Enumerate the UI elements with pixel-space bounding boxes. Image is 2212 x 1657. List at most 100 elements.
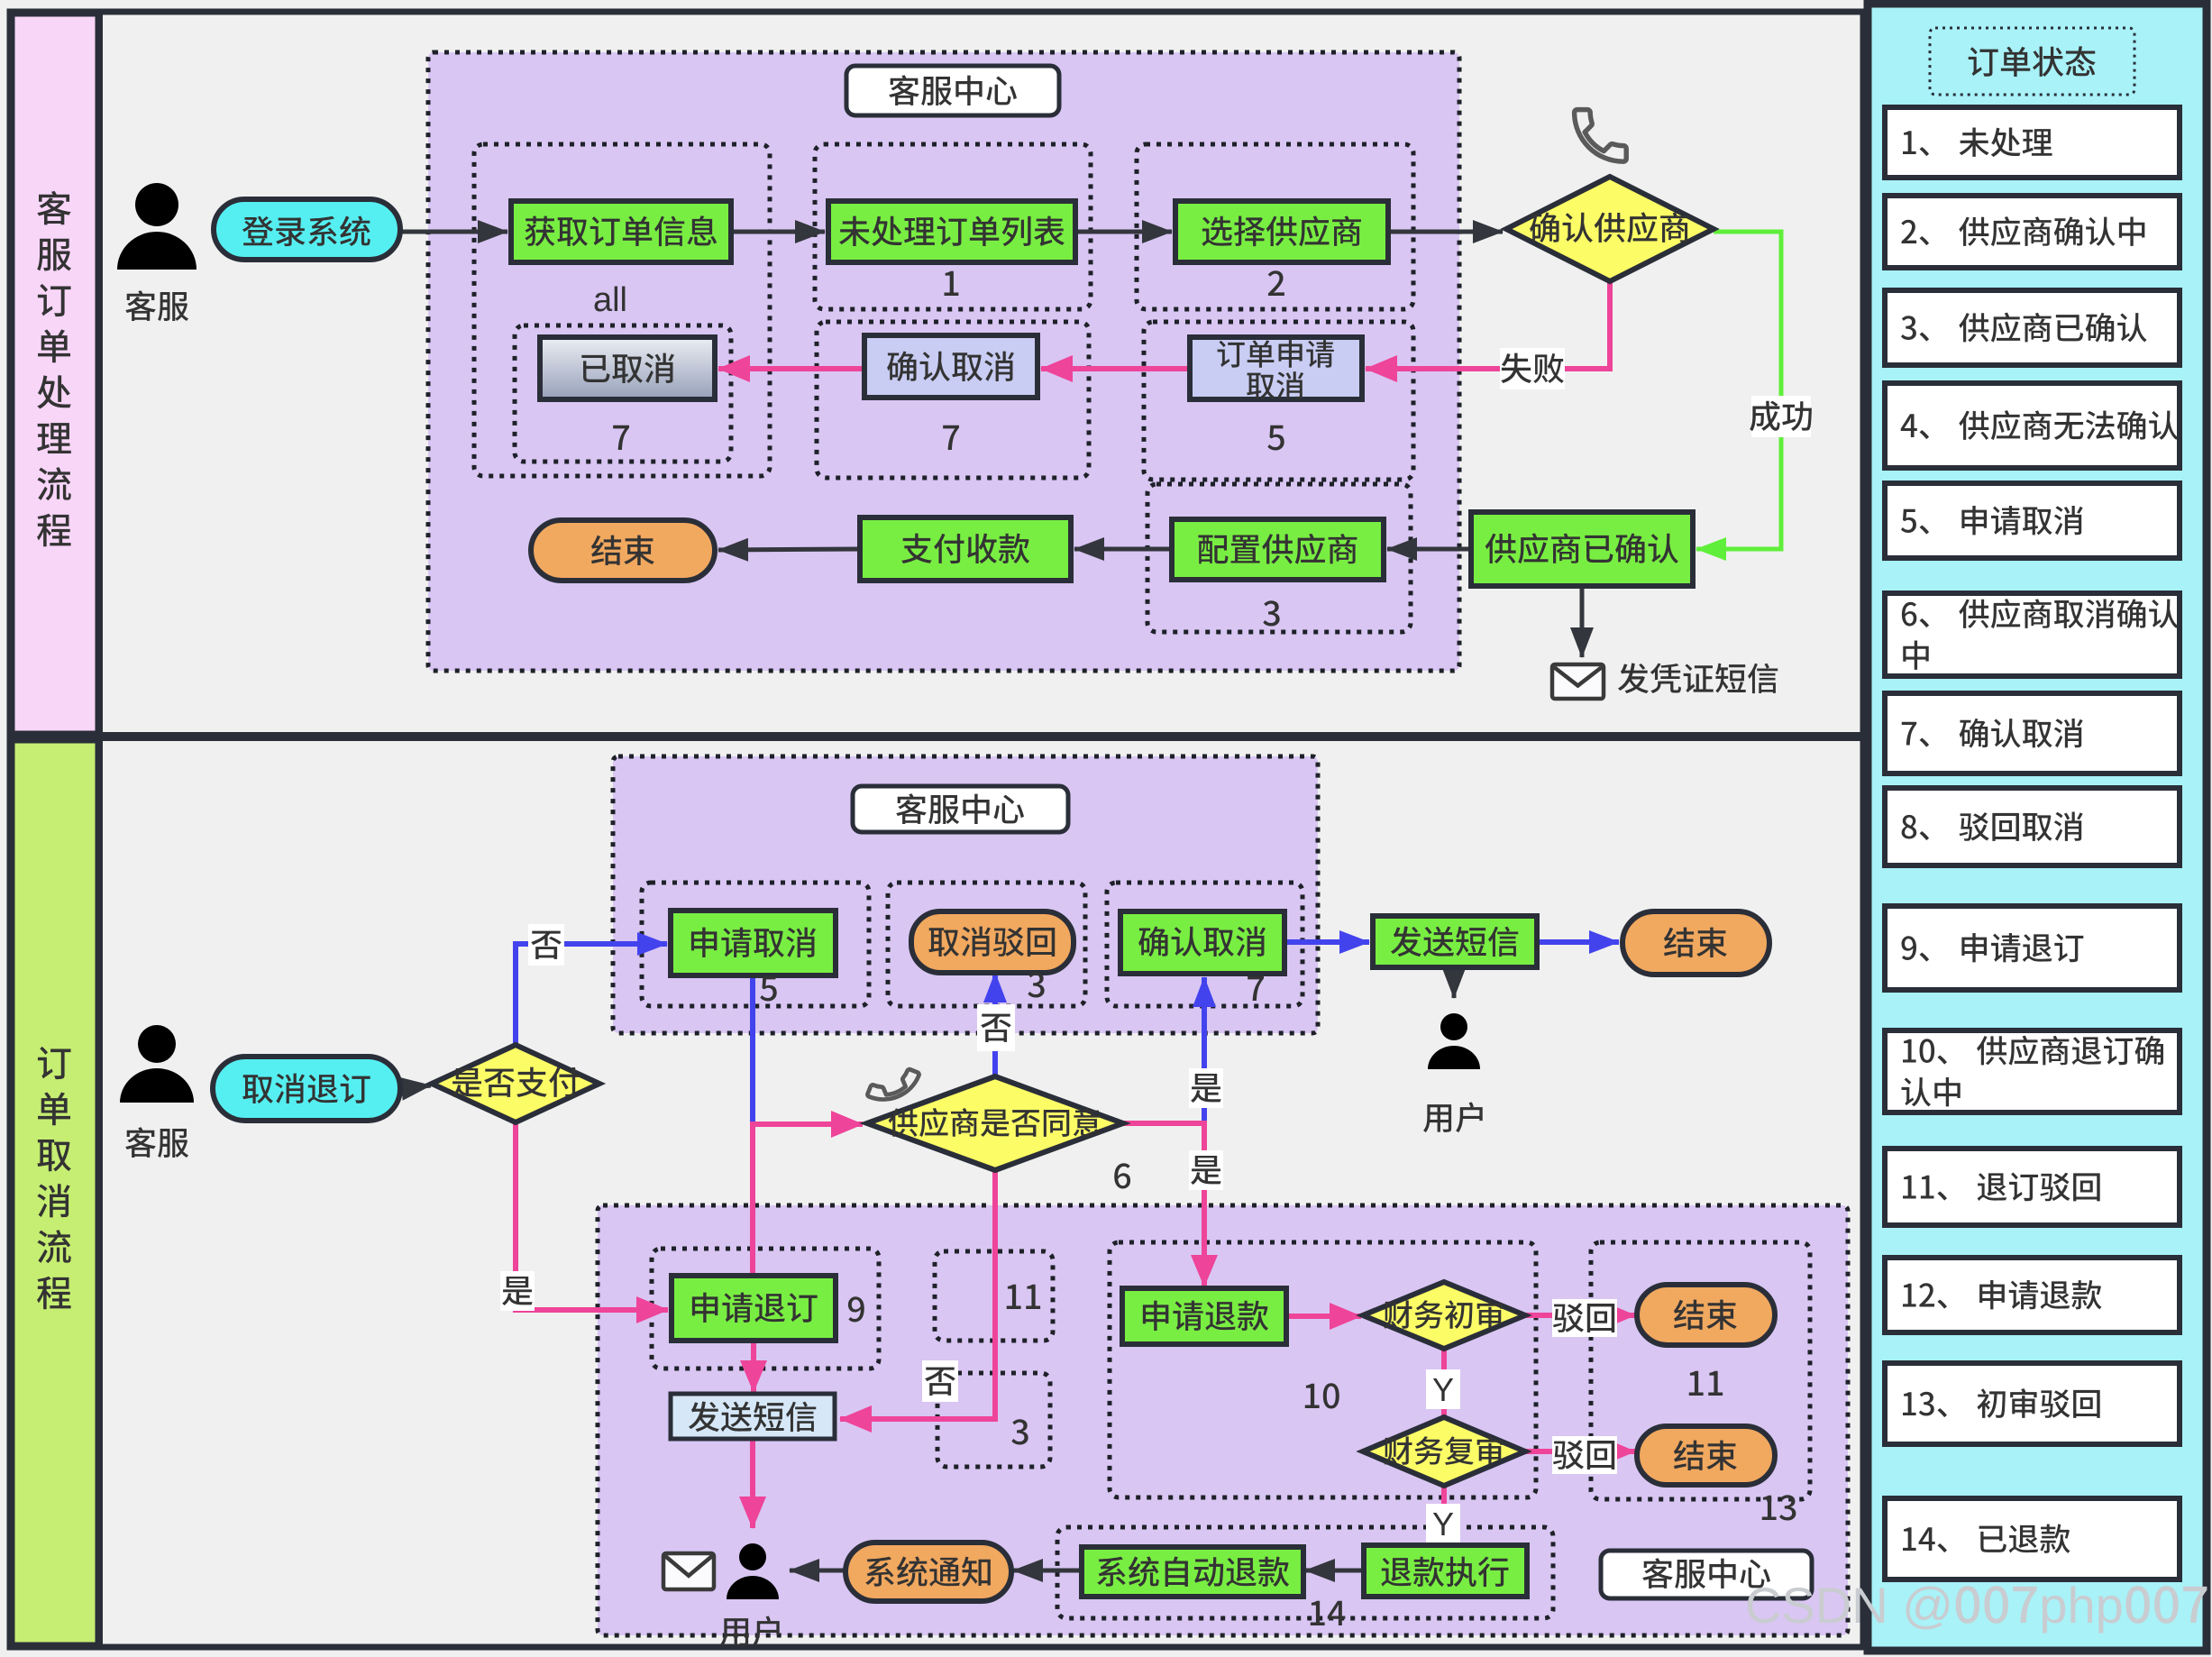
svg-text:5: 5 xyxy=(759,961,779,1011)
svg-text:9: 9 xyxy=(846,1282,866,1332)
svg-text:处: 处 xyxy=(36,364,72,417)
svg-text:成功: 成功 xyxy=(1749,391,1814,438)
svg-text:认中: 认中 xyxy=(1900,1068,1963,1114)
svg-text:否: 否 xyxy=(980,1002,1012,1049)
svg-text:服: 服 xyxy=(36,226,72,279)
svg-text:11: 11 xyxy=(1003,1269,1042,1319)
svg-text:3: 3 xyxy=(1010,1405,1030,1454)
svg-text:订单状态: 订单状态 xyxy=(1967,37,2097,84)
svg-text:结束: 结束 xyxy=(590,526,655,572)
svg-text:客服中心: 客服中心 xyxy=(895,784,1025,831)
svg-text:财务初审: 财务初审 xyxy=(1383,1291,1505,1335)
svg-text:申请退订: 申请退订 xyxy=(689,1283,818,1330)
svg-text:发凭证短信: 发凭证短信 xyxy=(1617,654,1779,700)
svg-text:理: 理 xyxy=(36,410,72,462)
svg-text:未处理订单列表: 未处理订单列表 xyxy=(838,206,1065,253)
svg-text:是: 是 xyxy=(1190,1145,1222,1192)
svg-text:取消退订: 取消退订 xyxy=(242,1064,371,1111)
svg-text:单: 单 xyxy=(36,1081,72,1133)
svg-text:是: 是 xyxy=(501,1266,534,1313)
svg-text:all: all xyxy=(593,271,627,321)
svg-text:供应商已确认: 供应商已确认 xyxy=(1485,524,1679,571)
svg-text:发送短信: 发送短信 xyxy=(1390,917,1520,964)
svg-text:3: 3 xyxy=(1027,957,1047,1007)
svg-text:9、 申请退订: 9、 申请退订 xyxy=(1900,924,2085,970)
svg-text:结束: 结束 xyxy=(1673,1290,1738,1337)
svg-text:订: 订 xyxy=(36,1035,72,1087)
svg-text:2: 2 xyxy=(1266,256,1286,306)
svg-text:6、 供应商取消确认: 6、 供应商取消确认 xyxy=(1900,590,2180,636)
svg-text:否: 否 xyxy=(924,1356,956,1403)
svg-text:8、 驳回取消: 8、 驳回取消 xyxy=(1900,802,2085,848)
svg-text:退款执行: 退款执行 xyxy=(1380,1547,1510,1594)
svg-text:客服: 客服 xyxy=(124,1118,189,1165)
svg-text:取: 取 xyxy=(36,1127,72,1179)
svg-text:12、 申请退款: 12、 申请退款 xyxy=(1900,1271,2102,1317)
svg-text:驳回: 驳回 xyxy=(1552,1430,1617,1477)
svg-text:确认取消: 确认取消 xyxy=(886,342,1016,389)
svg-text:Y: Y xyxy=(1432,1498,1454,1545)
svg-text:选择供应商: 选择供应商 xyxy=(1201,206,1363,253)
svg-text:客服: 客服 xyxy=(124,281,189,328)
svg-text:10: 10 xyxy=(1302,1369,1340,1418)
svg-text:订单申请: 订单申请 xyxy=(1216,331,1335,374)
svg-text:7: 7 xyxy=(611,410,631,460)
svg-text:供应商是否同意: 供应商是否同意 xyxy=(888,1099,1102,1143)
svg-text:程: 程 xyxy=(36,502,72,554)
svg-text:是: 是 xyxy=(1190,1063,1222,1110)
svg-text:系统通知: 系统通知 xyxy=(864,1547,993,1594)
svg-text:5、 申请取消: 5、 申请取消 xyxy=(1900,497,2085,543)
svg-text:单: 单 xyxy=(36,318,72,371)
svg-text:用户: 用户 xyxy=(1422,1093,1487,1140)
svg-text:确认取消: 确认取消 xyxy=(1138,917,1267,964)
svg-text:客: 客 xyxy=(36,180,72,233)
svg-text:13: 13 xyxy=(1759,1480,1797,1530)
svg-text:7: 7 xyxy=(1246,961,1266,1011)
svg-text:驳回: 驳回 xyxy=(1552,1293,1617,1340)
svg-text:取消驳回: 取消驳回 xyxy=(928,917,1057,964)
svg-text:7: 7 xyxy=(941,410,961,460)
svg-text:Y: Y xyxy=(1432,1364,1454,1411)
svg-text:5: 5 xyxy=(1266,410,1286,460)
svg-text:6: 6 xyxy=(1112,1149,1132,1198)
svg-text:获取订单信息: 获取订单信息 xyxy=(524,206,718,253)
svg-text:已取消: 已取消 xyxy=(579,343,676,390)
svg-text:4、 供应商无法确认: 4、 供应商无法确认 xyxy=(1900,401,2180,447)
svg-text:中: 中 xyxy=(1900,631,1932,677)
svg-text:客服中心: 客服中心 xyxy=(888,66,1018,113)
svg-text:1、 未处理: 1、 未处理 xyxy=(1900,118,2053,164)
svg-text:3、 供应商已确认: 3、 供应商已确认 xyxy=(1900,304,2148,350)
svg-text:程: 程 xyxy=(36,1265,72,1317)
svg-text:结束: 结束 xyxy=(1663,918,1728,965)
svg-text:财务复审: 财务复审 xyxy=(1383,1427,1505,1471)
svg-text:2、 供应商确认中: 2、 供应商确认中 xyxy=(1900,207,2148,253)
svg-text:CSDN @007php007: CSDN @007php007 xyxy=(1745,1565,2209,1638)
svg-text:消: 消 xyxy=(36,1173,72,1225)
svg-text:订: 订 xyxy=(36,272,72,325)
svg-text:是否支付: 是否支付 xyxy=(451,1057,580,1104)
svg-text:14: 14 xyxy=(1307,1586,1346,1635)
svg-text:系统自动退款: 系统自动退款 xyxy=(1095,1547,1290,1594)
svg-text:11、 退订驳回: 11、 退订驳回 xyxy=(1900,1163,2102,1209)
svg-text:用户: 用户 xyxy=(719,1607,784,1653)
svg-text:流: 流 xyxy=(36,456,72,508)
svg-text:取消: 取消 xyxy=(1246,362,1305,406)
svg-text:1: 1 xyxy=(941,256,961,306)
svg-text:否: 否 xyxy=(530,920,562,966)
svg-text:3: 3 xyxy=(1262,586,1282,636)
svg-text:失败: 失败 xyxy=(1500,343,1565,390)
svg-text:流: 流 xyxy=(36,1219,72,1271)
svg-text:10、 供应商退订确: 10、 供应商退订确 xyxy=(1900,1027,2165,1073)
svg-text:确认供应商: 确认供应商 xyxy=(1529,203,1691,250)
svg-text:14、 已退款: 14、 已退款 xyxy=(1900,1515,2070,1561)
svg-text:13、 初审驳回: 13、 初审驳回 xyxy=(1900,1379,2102,1425)
svg-text:发送短信: 发送短信 xyxy=(688,1392,818,1439)
svg-text:11: 11 xyxy=(1686,1356,1724,1405)
svg-text:支付收款: 支付收款 xyxy=(900,524,1030,571)
svg-text:申请退款: 申请退款 xyxy=(1139,1291,1269,1338)
svg-text:申请取消: 申请取消 xyxy=(688,918,818,965)
svg-text:7、 确认取消: 7、 确认取消 xyxy=(1900,709,2085,755)
svg-text:登录系统: 登录系统 xyxy=(242,206,371,253)
svg-text:结束: 结束 xyxy=(1673,1431,1738,1478)
svg-text:客服中心: 客服中心 xyxy=(1641,1549,1771,1596)
